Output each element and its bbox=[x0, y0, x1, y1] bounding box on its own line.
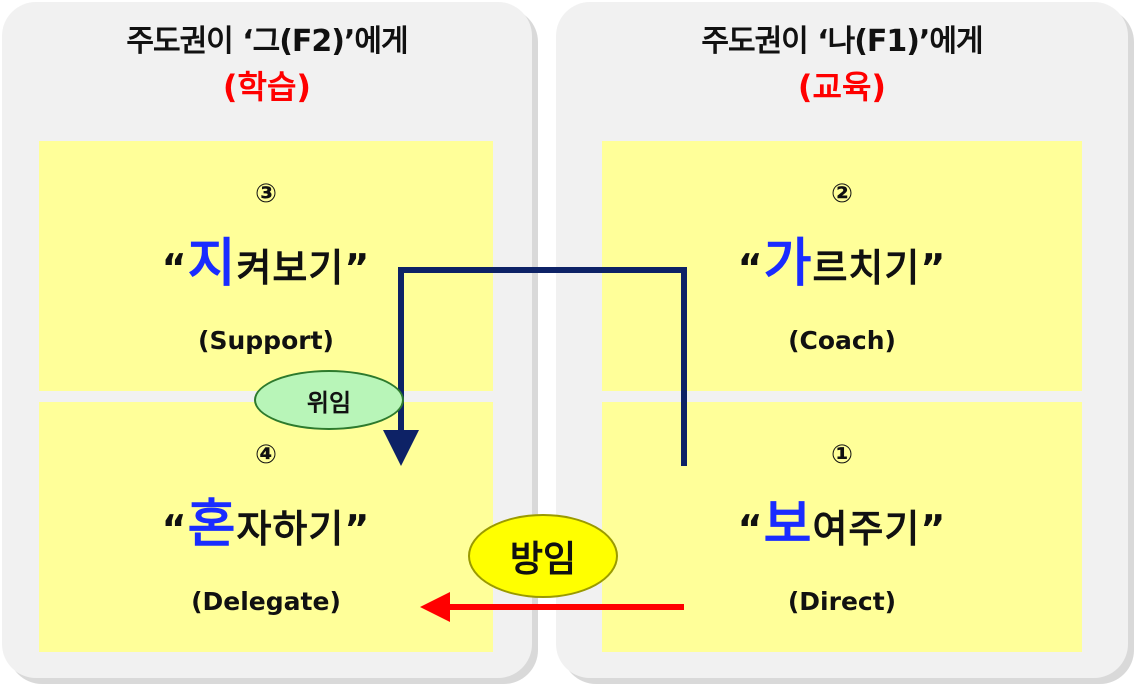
step-english: (Coach) bbox=[788, 326, 896, 355]
step-word: “혼자하기” bbox=[161, 495, 371, 555]
step-number: ① bbox=[830, 440, 853, 470]
highlight-letter: 보 bbox=[763, 495, 813, 555]
step-word: “지켜보기” bbox=[161, 234, 371, 294]
step-english: (Delegate) bbox=[191, 587, 341, 616]
learning-panel-subtitle: (학습) bbox=[222, 68, 312, 106]
support-box: ③ “지켜보기” (Support) bbox=[39, 141, 493, 391]
step-word: “가르치기” bbox=[737, 234, 947, 294]
highlight-letter: 혼 bbox=[187, 495, 237, 555]
learning-panel-title: 주도권이 ‘그(F2)’에게 bbox=[126, 24, 408, 59]
education-panel-subtitle: (교육) bbox=[797, 68, 887, 106]
delegation-label: 위임 bbox=[254, 370, 404, 430]
step-number: ③ bbox=[254, 179, 277, 209]
step-number: ④ bbox=[254, 440, 277, 470]
learning-panel: 주도권이 ‘그(F2)’에게 (학습) ③ “지켜보기” (Support) ④… bbox=[2, 2, 532, 678]
highlight-letter: 가 bbox=[763, 234, 813, 294]
step-word: “보여주기” bbox=[737, 495, 947, 555]
education-panel-title: 주도권이 ‘나(F1)’에게 bbox=[701, 24, 983, 59]
step-english: (Direct) bbox=[787, 587, 897, 616]
highlight-letter: 지 bbox=[187, 234, 237, 294]
step-english: (Support) bbox=[198, 326, 334, 355]
neglect-label: 방임 bbox=[468, 514, 618, 598]
step-number: ② bbox=[830, 179, 853, 209]
delegation-arrow bbox=[383, 267, 687, 466]
